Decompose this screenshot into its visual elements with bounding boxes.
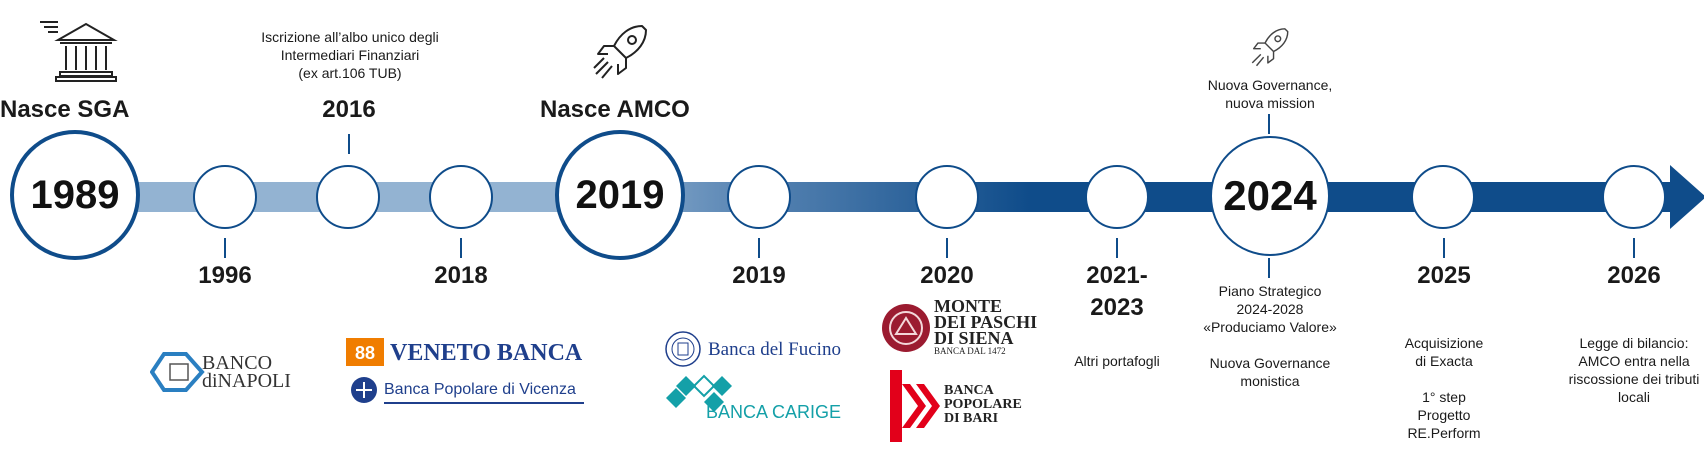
logo-veneto-banca: 88 VENETO BANCA bbox=[346, 338, 582, 371]
note-2024-top: Nuova Governance, nuova mission bbox=[1207, 77, 1333, 111]
small-rocket-icon bbox=[1251, 28, 1289, 67]
year-2024: 2024 bbox=[1223, 172, 1317, 219]
logo-text-banca-carige: BANCA CARIGE bbox=[706, 402, 842, 422]
vicenza-emblem-icon bbox=[351, 377, 377, 403]
year-2019: 2019 bbox=[732, 262, 786, 289]
logo-banco-napoli: BANCO diNAPOLI bbox=[149, 350, 291, 399]
logo-text-veneto-banca: VENETO BANCA bbox=[390, 340, 583, 366]
logo-text-bari-popolare: POPOLARE bbox=[944, 397, 1022, 412]
note-2025: Acquisizione di Exacta 1° step Progetto … bbox=[1404, 335, 1484, 441]
year-1996: 1996 bbox=[198, 262, 252, 289]
logo-text-mps-paschi: DEI PASCHI bbox=[934, 312, 1038, 332]
banco-napoli-emblem-icon bbox=[149, 352, 205, 392]
tick-2018 bbox=[460, 238, 462, 258]
veneto-banca-emblem-icon: 88 bbox=[346, 338, 384, 366]
year-2018: 2018 bbox=[434, 262, 488, 289]
logo-popolare-bari: BANCA POPOLARE DI BARI bbox=[888, 370, 1022, 447]
logo-text-mps-1472: BANCA DAL 1472 bbox=[934, 346, 1006, 356]
logo-text-bari-di-bari: DI BARI bbox=[944, 411, 999, 426]
milestone-2019-circle: 2019 bbox=[555, 130, 685, 260]
year-1989: 1989 bbox=[30, 172, 120, 217]
milestone-2016-circle bbox=[316, 165, 380, 229]
fucino-seal-icon bbox=[665, 331, 701, 367]
carige-diamonds-icon bbox=[666, 374, 732, 412]
year-2021: 2021- 2023 bbox=[1086, 262, 1148, 321]
rocket-icon bbox=[593, 25, 647, 79]
note-2026: Legge di bilancio: AMCO entra nella risc… bbox=[1568, 335, 1700, 405]
milestone-1989-circle: 1989 bbox=[10, 130, 140, 260]
milestone-1996-circle bbox=[193, 165, 257, 229]
svg-text:88: 88 bbox=[355, 343, 375, 363]
logo-banca-carige: BANCA CARIGE bbox=[664, 374, 841, 422]
tick-2021 bbox=[1116, 238, 1118, 258]
logo-text-banca-fucino: Banca del Fucino bbox=[708, 339, 841, 360]
tick-2024-top bbox=[1268, 114, 1270, 134]
timeline-arrow-head bbox=[1670, 165, 1704, 229]
tick-2026 bbox=[1633, 238, 1635, 258]
tick-2025 bbox=[1443, 238, 1445, 258]
logo-monte-paschi: MONTE DEI PASCHI DI SIENA BANCA DAL 1472 bbox=[880, 297, 1037, 363]
logo-text-banco: BANCO bbox=[202, 352, 273, 374]
logo-text-popolare-vicenza: Banca Popolare di Vicenza bbox=[384, 381, 584, 404]
tick-2020 bbox=[946, 238, 948, 258]
logo-banca-fucino: Banca del Fucino bbox=[664, 330, 841, 373]
milestone-2020-circle bbox=[915, 165, 979, 229]
tick-2024-bottom bbox=[1268, 258, 1270, 278]
milestone-2018-circle bbox=[429, 165, 493, 229]
year-2026: 2026 bbox=[1607, 262, 1661, 289]
milestone-2026-circle bbox=[1602, 165, 1666, 229]
heading-nasce-sga: Nasce SGA bbox=[0, 96, 130, 123]
logo-text-di-napoli: diNAPOLI bbox=[202, 370, 291, 392]
tick-2016 bbox=[348, 134, 350, 154]
tick-2019 bbox=[758, 238, 760, 258]
mps-seal-icon bbox=[882, 304, 930, 352]
heading-nasce-amco: Nasce AMCO bbox=[540, 96, 690, 123]
year-2025: 2025 bbox=[1417, 262, 1471, 289]
milestone-2025-circle bbox=[1411, 165, 1475, 229]
logo-text-mps-siena: DI SIENA bbox=[934, 328, 1014, 348]
logo-text-mps-monte: MONTE bbox=[934, 296, 1003, 316]
note-2016: Iscrizione all’albo unico degli Intermed… bbox=[261, 29, 439, 81]
milestone-2019-circle-small bbox=[727, 165, 791, 229]
tick-1996 bbox=[224, 238, 226, 258]
logo-text-bari-banca: BANCA bbox=[944, 383, 994, 398]
bank-building-icon bbox=[40, 21, 118, 82]
bari-chevrons-icon bbox=[890, 370, 940, 442]
logo-popolare-vicenza: Banca Popolare di Vicenza bbox=[350, 376, 584, 409]
year-2019-main: 2019 bbox=[575, 172, 665, 217]
milestone-2021-circle bbox=[1085, 165, 1149, 229]
year-2020: 2020 bbox=[920, 262, 974, 289]
milestone-2024-circle: 2024 bbox=[1210, 136, 1330, 256]
note-2021: Altri portafogli bbox=[1074, 353, 1160, 369]
note-2024-bottom: Piano Strategico 2024-2028 «Produciamo V… bbox=[1203, 283, 1337, 389]
year-2016: 2016 bbox=[322, 96, 376, 123]
